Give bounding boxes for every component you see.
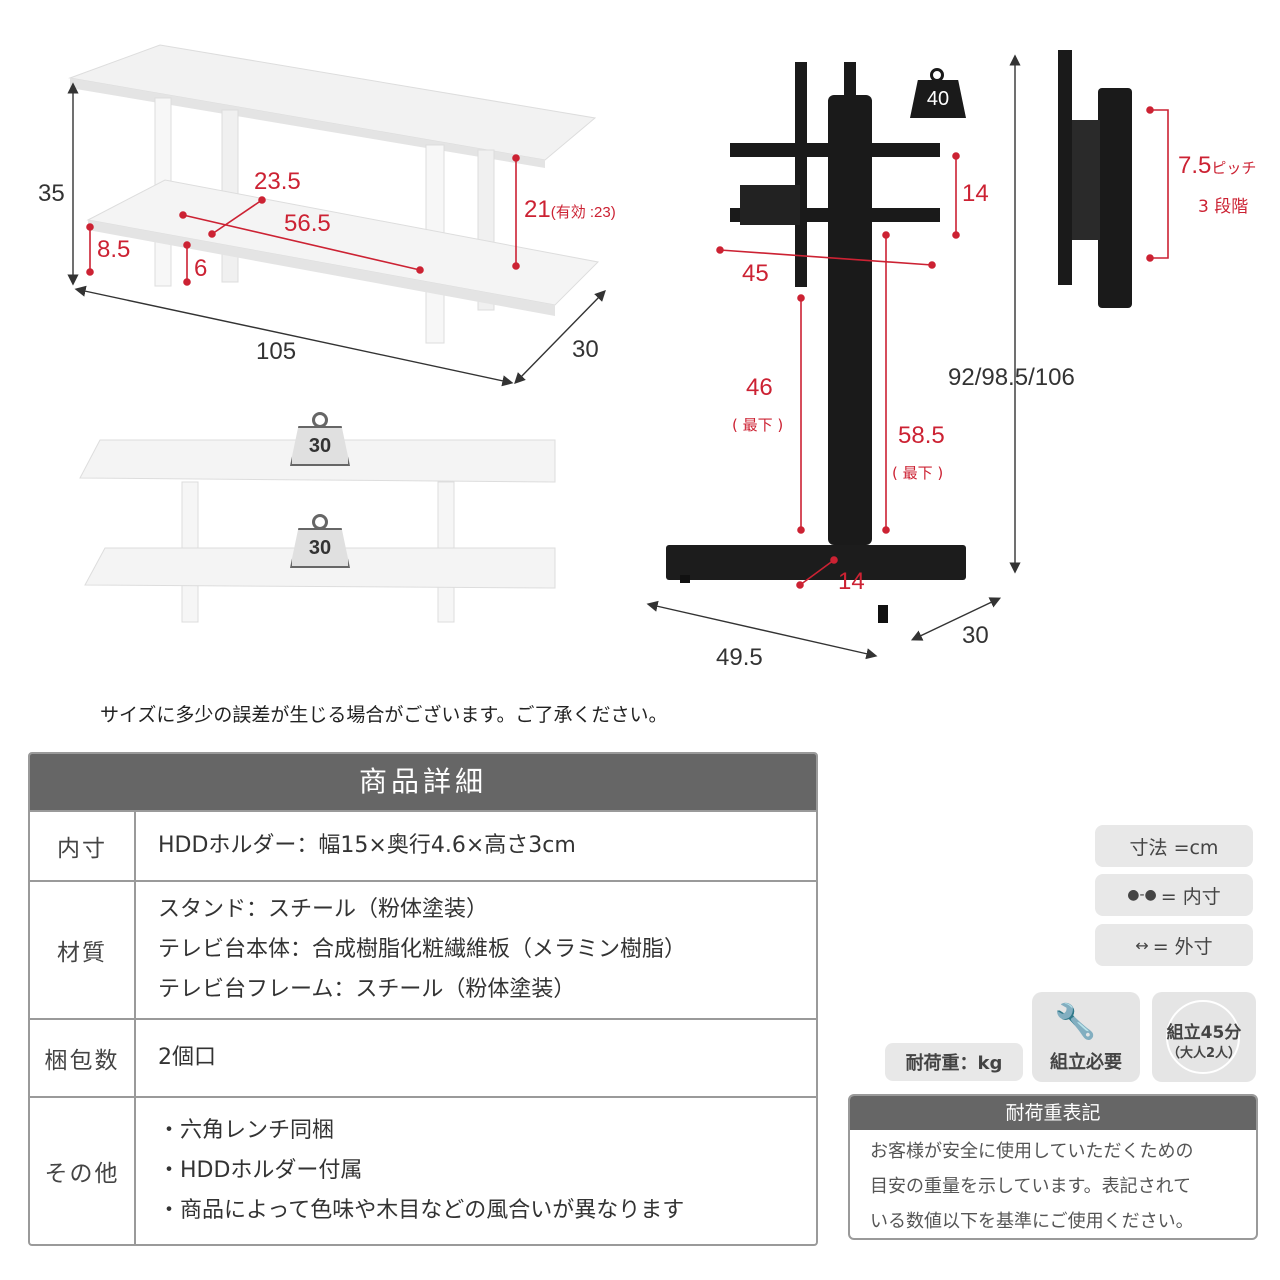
wall-stand-outer-dimension-lines xyxy=(646,54,1021,660)
dim-tvstand-leg-gap: 6 xyxy=(194,255,208,282)
wall-stand-drawing xyxy=(666,62,966,623)
screwdriver-drill-icon: 🔧 xyxy=(1054,1002,1097,1042)
dim-tvstand-inner-height-value: 21 xyxy=(524,196,551,223)
spec-row-other: その他 ・六角レンチ同梱 ・HDDホルダー付属 ・商品によって色味や木目などの風… xyxy=(30,1096,816,1244)
dim-stand-base-offset: 14 xyxy=(838,568,865,595)
outer-dimension-icon: ↔ xyxy=(1135,935,1149,955)
tv-stand-drawing xyxy=(68,44,600,344)
assembly-time-label: 組立45分 xyxy=(1166,1023,1242,1043)
top-shelf-load-badge: 30 xyxy=(290,412,350,468)
top-shelf-load-value: 30 xyxy=(290,426,350,466)
spec-value-line: テレビ台本体：合成樹脂化粧繊維板（メラミン樹脂） xyxy=(158,937,687,962)
dim-tvstand-inner-height: 21(有効 :23) xyxy=(524,196,616,224)
assembly-time-badge: 組立45分 （大人2人） xyxy=(1152,992,1256,1082)
tv-stand-outer-dimension-lines xyxy=(67,82,606,387)
product-illustrations xyxy=(67,44,1169,660)
spec-row-inner-size: 内寸 HDDホルダー：幅15×奥行4.6×高さ3cm xyxy=(30,810,816,880)
dim-stand-bracket-height: 14 xyxy=(962,180,989,207)
dim-tvstand-height: 35 xyxy=(38,180,65,207)
legend-outer: ↔= 外寸 xyxy=(1095,924,1253,966)
legend-outer-label: = 外寸 xyxy=(1152,935,1213,958)
wall-stand-side-view xyxy=(1058,50,1132,308)
spec-key: 梱包数 xyxy=(30,1020,136,1096)
load-note-title: 耐荷重表記 xyxy=(850,1096,1256,1130)
spec-value-line: ・六角レンチ同梱 xyxy=(158,1118,335,1143)
spec-key: その他 xyxy=(30,1098,136,1244)
dim-stand-bracket-width: 45 xyxy=(742,260,769,287)
dim-tvstand-width: 105 xyxy=(256,338,297,365)
spec-value-line: スタンド：スチール（粉体塗装） xyxy=(158,897,489,922)
legend-load-unit: 耐荷重：kg xyxy=(885,1043,1023,1081)
stand-load-badge: 40 xyxy=(910,68,966,120)
legend-inner-label: = 内寸 xyxy=(1160,885,1221,908)
dim-tvstand-inner-width: 56.5 xyxy=(284,210,331,237)
stand-load-value: 40 xyxy=(910,80,966,118)
spec-key: 内寸 xyxy=(30,812,136,880)
assembly-required-badge: 🔧 組立必要 xyxy=(1032,992,1140,1082)
dim-tvstand-shelf-gap: 23.5 xyxy=(254,168,301,195)
spec-value-line: HDDホルダー：幅15×奥行4.6×高さ3cm xyxy=(158,833,576,858)
spec-table-title: 商品詳細 xyxy=(30,754,816,810)
dim-pitch-levels: 3 段階 xyxy=(1198,197,1249,217)
load-note-line: 目安の重量を示しています。表記されて xyxy=(870,1176,1192,1197)
spec-key: 材質 xyxy=(30,882,136,1018)
assembly-people-label: （大人2人） xyxy=(1166,1046,1242,1061)
assembly-required-label: 組立必要 xyxy=(1050,1052,1122,1073)
dim-tvstand-depth: 30 xyxy=(572,336,599,363)
spec-value-line: 2個口 xyxy=(158,1045,216,1070)
dim-stand-height: 92/98.5/106 xyxy=(948,364,1075,391)
dim-stand-base-width: 49.5 xyxy=(716,644,763,671)
dim-stand-base-depth: 30 xyxy=(962,622,989,649)
dim-stand-pole-left-note: ( 最下 ) xyxy=(732,416,784,434)
wall-stand-inner-dimension-lines xyxy=(716,106,1169,589)
load-note: 耐荷重表記 お客様が安全に使用していただくための 目安の重量を示しています。表記… xyxy=(848,1094,1258,1240)
clock-icon xyxy=(1166,1000,1240,1074)
bottom-shelf-load-value: 30 xyxy=(290,528,350,568)
spec-value-line: ・HDDホルダー付属 xyxy=(158,1158,363,1183)
load-note-line: いる数値以下を基準にご使用ください。 xyxy=(870,1211,1194,1232)
spec-table: 商品詳細 内寸 HDDホルダー：幅15×奥行4.6×高さ3cm 材質 スタンド：… xyxy=(28,752,818,1246)
dim-pitch-value: 7.5 xyxy=(1178,152,1212,179)
spec-row-material: 材質 スタンド：スチール（粉体塗装） テレビ台本体：合成樹脂化粧繊維板（メラミン… xyxy=(30,880,816,1018)
size-notice: サイズに多少の誤差が生じる場合がございます。ご了承ください。 xyxy=(100,704,668,726)
dim-tvstand-inner-height-effective: (有効 :23) xyxy=(550,204,616,221)
spec-value-line: ・商品によって色味や木目などの風合いが異なります xyxy=(158,1198,685,1223)
spec-row-packages: 梱包数 2個口 xyxy=(30,1018,816,1096)
inner-dimension-icon: ●-● xyxy=(1127,887,1157,903)
dim-stand-pole-right: 58.5 xyxy=(898,422,945,449)
dim-stand-pole-right-note: ( 最下 ) xyxy=(892,464,944,482)
spec-value-line: テレビ台フレーム：スチール（粉体塗装） xyxy=(158,977,576,1002)
dim-pitch: 7.5ピッチ xyxy=(1178,152,1256,180)
load-note-line: お客様が安全に使用していただくための xyxy=(870,1141,1194,1162)
dim-pitch-unit: ピッチ xyxy=(1211,159,1257,177)
bottom-shelf-load-badge: 30 xyxy=(290,514,350,570)
legend-inner: ●-●= 内寸 xyxy=(1095,874,1253,916)
legend-unit: 寸法 =cm xyxy=(1095,825,1253,867)
dim-tvstand-bottom-clearance: 8.5 xyxy=(97,236,131,263)
dim-stand-pole-left: 46 xyxy=(746,374,773,401)
tv-stand-inner-dimension-lines xyxy=(86,154,520,286)
